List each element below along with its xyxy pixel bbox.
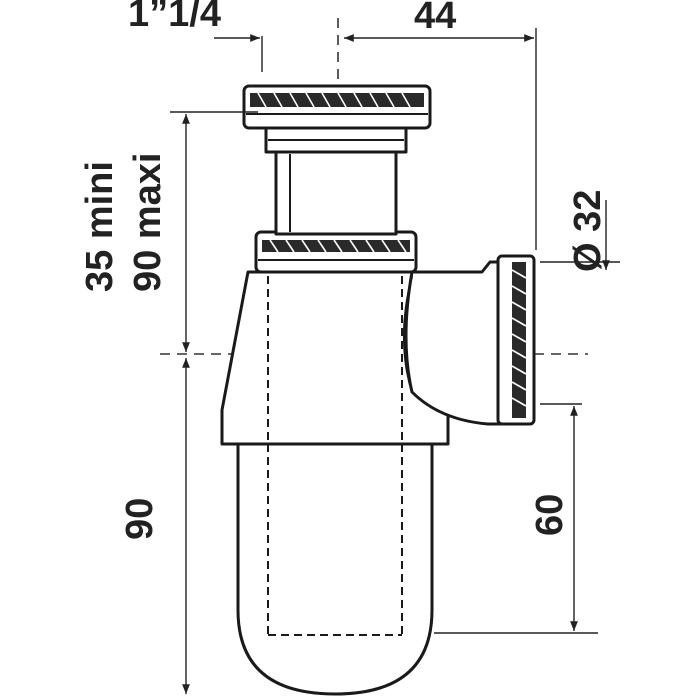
height-max-label: 90 maxi	[127, 153, 169, 292]
inlet-tube	[274, 150, 398, 236]
horizontal-offset-label: 44	[414, 0, 456, 37]
outlet-elbow	[404, 260, 502, 426]
outlet-diameter-label: Ø 32	[567, 190, 609, 272]
trap-body	[220, 84, 536, 696]
lower-height-label: 90	[119, 498, 161, 540]
dimension-lines	[170, 28, 620, 694]
height-min-label: 35 mini	[79, 161, 121, 292]
outlet-height-label: 60	[529, 494, 571, 536]
bottle-cup	[236, 438, 434, 696]
thread-size-label: 1”1/4	[128, 0, 221, 35]
